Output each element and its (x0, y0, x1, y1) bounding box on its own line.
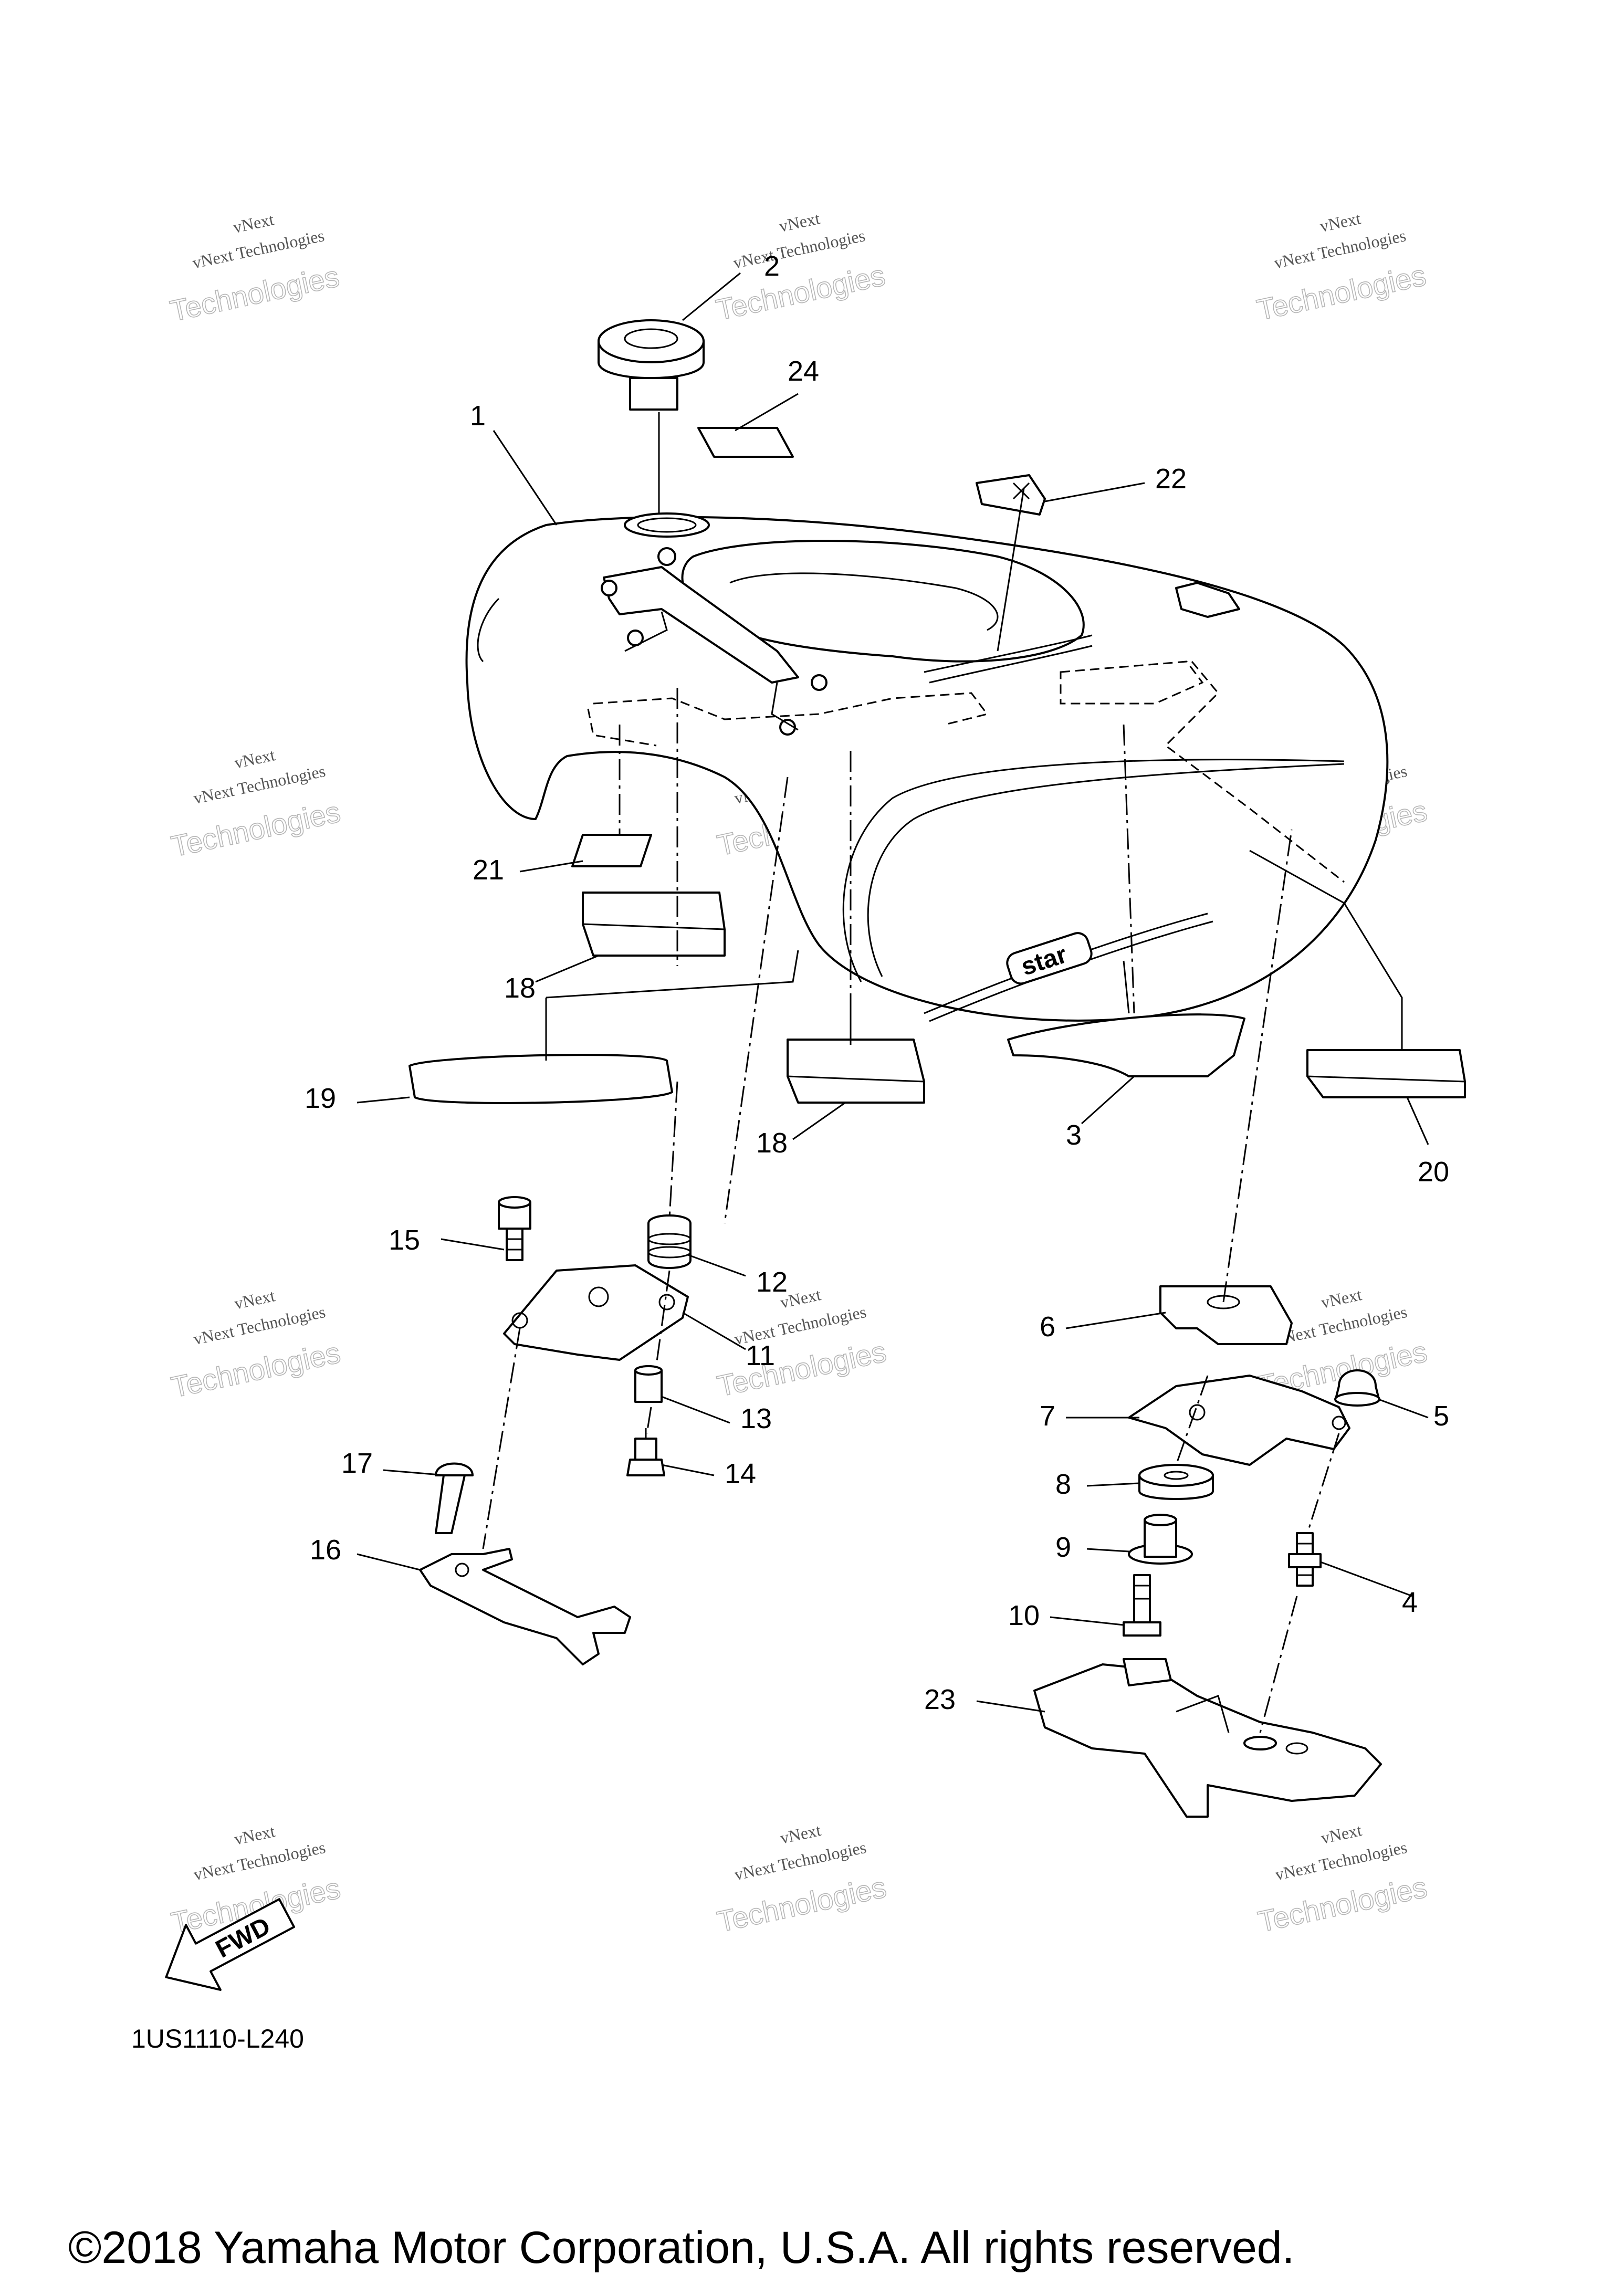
svg-text:vNext: vNext (1319, 1820, 1364, 1847)
watermark-4: Technologies vNext vNext Technologies (168, 745, 343, 863)
callout-8: 8 (1055, 1469, 1071, 1500)
pad-18-front (582, 892, 726, 957)
screw-17 (435, 1462, 474, 1534)
callout-16: 16 (310, 1534, 341, 1566)
callout-24: 24 (788, 355, 819, 387)
nut-5 (1334, 1369, 1380, 1407)
callout-1: 1 (470, 400, 486, 432)
pad-leaders (545, 850, 1403, 1061)
callout-4: 4 (1402, 1587, 1418, 1618)
svg-text:vNext Technologies: vNext Technologies (1272, 226, 1408, 272)
bolt-15 (498, 1196, 531, 1261)
pad-20 (1306, 1049, 1466, 1098)
svg-text:vNext Technologies: vNext Technologies (192, 761, 327, 808)
alignment-lines (482, 688, 1340, 1733)
svg-text:vNext: vNext (233, 745, 277, 772)
svg-text:vNext: vNext (779, 1820, 823, 1847)
frame-bracket-23 (1033, 1658, 1382, 1818)
bracket-7 (1128, 1375, 1350, 1466)
tank-top-bracket (601, 547, 828, 736)
watermark-2: Technologies vNext vNext Technologies (713, 208, 888, 327)
callout-14: 14 (725, 1458, 756, 1490)
callout-21: 21 (473, 854, 504, 886)
callout-18-front: 18 (504, 972, 536, 1004)
callout-13: 13 (740, 1403, 772, 1434)
watermark-8: Technologies vNext vNext Technologies (714, 1285, 889, 1403)
callout-9: 9 (1055, 1532, 1071, 1563)
bolt-10 (1123, 1574, 1161, 1637)
drawing-code: 1US1110-L240 (131, 2024, 304, 2053)
panel-3 (1007, 1013, 1245, 1077)
svg-text:vNext: vNext (1319, 1285, 1364, 1312)
damper-6 (1159, 1285, 1293, 1345)
filler-cap (598, 319, 705, 411)
pad-19 (409, 1054, 673, 1104)
svg-text:vNext Technologies: vNext Technologies (192, 1302, 327, 1348)
watermark-3: Technologies vNext vNext Technologies (1254, 208, 1429, 327)
callout-19: 19 (305, 1083, 336, 1114)
fuel-tank: star (465, 512, 1389, 1022)
rubber-12 (647, 1214, 692, 1269)
svg-text:vNext: vNext (233, 1286, 277, 1313)
bolt-14 (626, 1428, 665, 1476)
emblem-22 (976, 474, 1046, 516)
svg-text:vNext Technologies: vNext Technologies (192, 1838, 327, 1884)
collar-13 (634, 1365, 663, 1403)
svg-text:vNext: vNext (778, 208, 822, 235)
svg-text:vNext Technologies: vNext Technologies (732, 1838, 868, 1884)
callout-22: 22 (1155, 463, 1187, 495)
svg-text:vNext Technologies: vNext Technologies (1273, 1302, 1409, 1348)
watermark-11: Technologies vNext vNext Technologies (714, 1820, 889, 1938)
label-24 (697, 427, 794, 458)
watermark-12: Technologies vNext vNext Technologies (1255, 1820, 1430, 1938)
svg-text:vNext Technologies: vNext Technologies (191, 226, 326, 272)
collar-9 (1128, 1514, 1193, 1565)
bracket-11 (503, 1264, 689, 1361)
svg-text:Technologies: Technologies (167, 259, 342, 328)
svg-text:vNext Technologies: vNext Technologies (731, 226, 867, 272)
callout-10: 10 (1008, 1600, 1040, 1631)
bracket-16 (419, 1548, 631, 1665)
callout-23: 23 (924, 1684, 956, 1715)
callout-17: 17 (341, 1448, 373, 1479)
callout-5: 5 (1433, 1400, 1449, 1432)
callout-3: 3 (1066, 1119, 1082, 1151)
pad-21 (571, 834, 652, 867)
svg-text:vNext: vNext (233, 1821, 277, 1848)
callout-15: 15 (389, 1224, 420, 1256)
svg-text:Technologies: Technologies (169, 1336, 343, 1404)
callout-7: 7 (1040, 1400, 1055, 1432)
svg-text:vNext Technologies: vNext Technologies (1273, 1838, 1409, 1884)
callout-leaders (357, 272, 1429, 1713)
svg-text:Technologies: Technologies (169, 795, 343, 863)
svg-text:vNext: vNext (1318, 208, 1363, 235)
copyright-notice: ©2018 Yamaha Motor Corporation, U.S.A. A… (68, 2222, 1295, 2273)
washer-8 (1138, 1464, 1214, 1500)
callout-11: 11 (746, 1340, 775, 1371)
callout-2: 2 (764, 250, 780, 282)
callout-20: 20 (1418, 1156, 1449, 1188)
bolt-4 (1288, 1532, 1322, 1587)
callout-18-center: 18 (756, 1127, 788, 1159)
callout-6: 6 (1040, 1311, 1055, 1343)
pad-18-center (787, 1039, 925, 1104)
watermark-7: Technologies vNext vNext Technologies (168, 1286, 343, 1404)
watermark-1: Technologies vNext vNext Technologies (167, 209, 342, 328)
callout-12: 12 (756, 1266, 788, 1298)
svg-text:vNext: vNext (232, 209, 276, 236)
